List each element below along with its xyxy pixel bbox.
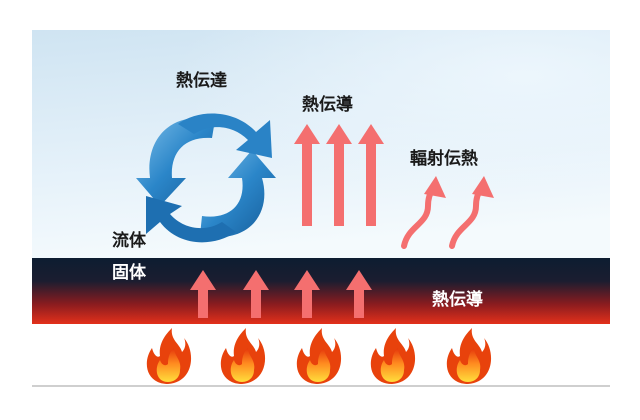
wavy-arrow-icon [449, 176, 494, 249]
radiation-arrows [401, 176, 494, 249]
flame-icon [220, 328, 266, 384]
solid-conduction-arrows [190, 270, 372, 318]
up-arrow-icon [190, 270, 216, 318]
solid-label: 固体 [112, 262, 147, 283]
flame-icon [296, 328, 342, 384]
wavy-arrow-icon [401, 176, 446, 249]
up-arrow-icon [243, 270, 269, 318]
flame-icon [446, 328, 492, 384]
cycle-arrows-icon [136, 113, 276, 243]
flames [146, 328, 492, 384]
radiation-label: 輻射伝熱 [410, 148, 478, 169]
flame-icon [146, 328, 192, 384]
fluid-conduction-arrows [294, 124, 384, 226]
up-arrow-icon [294, 270, 320, 318]
solid-conduction-label: 熱伝導 [432, 289, 483, 310]
up-arrow-icon [358, 124, 384, 226]
flame-icon [370, 328, 416, 384]
up-arrow-icon [294, 124, 320, 226]
fluid-label: 流体 [112, 230, 147, 251]
solid-region [32, 258, 610, 324]
up-arrow-icon [326, 124, 352, 226]
fluid-conduction-label: 熱伝導 [302, 94, 353, 115]
convection-label: 熱伝達 [176, 70, 227, 91]
up-arrow-icon [346, 270, 372, 318]
